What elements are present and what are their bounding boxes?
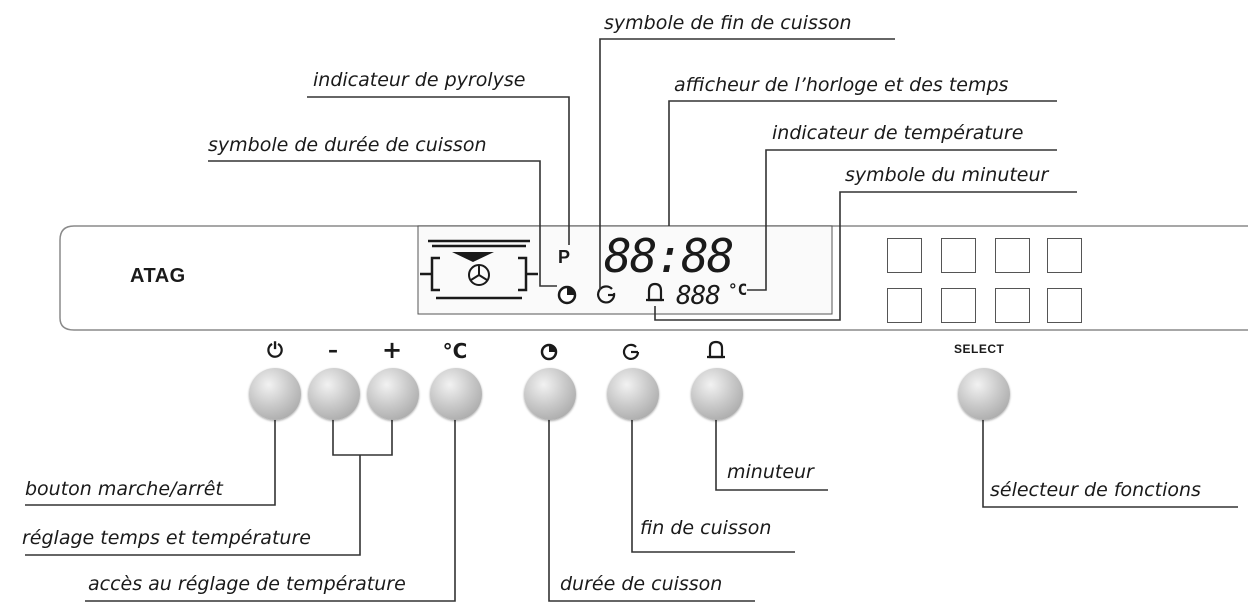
plus-icon: + xyxy=(381,336,403,364)
leader-lines xyxy=(25,38,1238,602)
label-time-temp-adjust: réglage temps et température xyxy=(22,527,311,549)
label-temperature-indicator: indicateur de température xyxy=(772,122,1024,144)
label-timer-symbol: symbole du minuteur xyxy=(845,164,1049,186)
duration-symbol xyxy=(557,285,577,305)
select-label: SELECT xyxy=(954,342,1005,356)
power-icon: ⏻ xyxy=(267,338,283,362)
end-of-cooking-button[interactable] xyxy=(607,368,659,420)
temperature-unit: °C xyxy=(728,280,748,299)
label-duration-symbol: symbole de durée de cuisson xyxy=(208,134,487,156)
minus-icon: – xyxy=(328,338,338,362)
power-button[interactable] xyxy=(249,368,301,420)
timer-button[interactable] xyxy=(691,368,743,420)
keypad-key[interactable] xyxy=(1047,238,1082,273)
minus-button[interactable] xyxy=(308,368,360,420)
select-button[interactable] xyxy=(958,368,1010,420)
temperature-display: 888 xyxy=(676,281,721,311)
label-end: fin de cuisson xyxy=(640,517,772,539)
label-timer: minuteur xyxy=(727,461,814,483)
keypad-key[interactable] xyxy=(941,288,976,323)
keypad-key[interactable] xyxy=(887,238,922,273)
brand-logo: ATAG xyxy=(130,265,186,287)
clock-display: 88:88 xyxy=(604,229,734,283)
label-function-selector: sélecteur de fonctions xyxy=(990,479,1201,501)
celsius-icon: °C xyxy=(442,339,468,363)
oven-function-icon xyxy=(420,239,538,300)
end-time-icon xyxy=(622,343,640,360)
keypad-key[interactable] xyxy=(941,238,976,273)
bell-icon xyxy=(707,340,725,359)
plus-button[interactable] xyxy=(367,368,419,420)
label-pyrolysis: indicateur de pyrolyse xyxy=(313,69,526,91)
pyrolysis-letter: P xyxy=(558,247,571,267)
label-end-symbol: symbole de fin de cuisson xyxy=(604,12,852,34)
keypad-key[interactable] xyxy=(1047,288,1082,323)
temperature-button[interactable] xyxy=(430,368,482,420)
label-clock-display: afficheur de l’horloge et des temps xyxy=(674,74,1009,96)
keypad-key[interactable] xyxy=(995,238,1030,273)
keypad-key[interactable] xyxy=(887,288,922,323)
duration-icon xyxy=(540,343,558,361)
cooking-duration-button[interactable] xyxy=(524,368,576,420)
keypad-key[interactable] xyxy=(995,288,1030,323)
label-power: bouton marche/arrêt xyxy=(25,478,223,500)
label-duration: durée de cuisson xyxy=(560,573,723,595)
label-temp-access: accès au réglage de température xyxy=(88,573,406,595)
end-of-cooking-symbol xyxy=(597,285,616,304)
timer-bell-symbol xyxy=(646,282,664,302)
